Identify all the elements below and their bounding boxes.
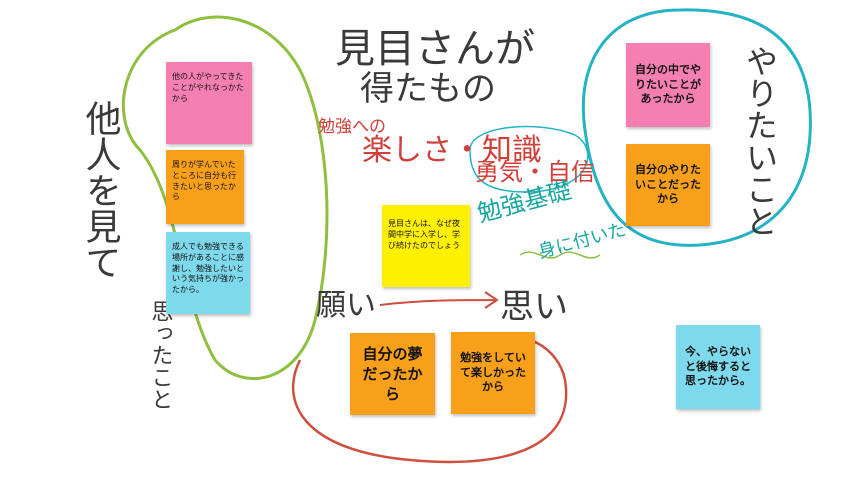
red-line3: 勇気・自信 [475, 158, 595, 186]
sticky-note-want-to-do[interactable]: 自分のやりたいことだったから [626, 144, 710, 226]
sticky-note-want-in-self[interactable]: 自分の中でやりたいことがあったから [626, 43, 710, 127]
wavy-line [519, 251, 601, 259]
left-vertical-text2: 思ったこと [148, 300, 173, 410]
arrow [379, 291, 499, 309]
red-line1: 勉強への [318, 117, 386, 137]
right-vertical-text: やりたいこと [741, 45, 779, 237]
teal-oval [469, 125, 589, 193]
title-line1: 見目さんが [335, 26, 535, 72]
teal-line2: 身に付いた [536, 219, 628, 263]
sticky-note-regret[interactable]: 今、やらないと後悔すると思ったから。 [676, 325, 760, 409]
teal-line1: 勉強基礎 [474, 176, 574, 228]
sticky-note-fun-study[interactable]: 勉強をしていて楽しかったから [451, 332, 535, 414]
wish-text: 願い [316, 288, 376, 323]
title-line2: 得たもの [360, 69, 496, 109]
left-vertical-text: 他人を見て [80, 100, 122, 280]
red-line2: 楽しさ・知識 [362, 133, 542, 168]
sticky-note-others-did[interactable]: 他の人がやってきたことがやれなっかたから [166, 62, 252, 144]
sticky-note-where-friends[interactable]: 周りが学んでいたところに自分も行きたいと思ったから [166, 150, 244, 224]
thought-text: 思い [500, 287, 568, 327]
sticky-note-question[interactable]: 見目さんは、なぜ夜間中学に入学し、学び続けたのでしょう [382, 205, 470, 287]
sticky-note-adults-study[interactable]: 成人でも勉強できる場所があることに感謝し、勉強したいという気持ちが強かったから。 [166, 232, 250, 314]
sticky-note-my-dream[interactable]: 自分の夢だったから [350, 333, 435, 415]
